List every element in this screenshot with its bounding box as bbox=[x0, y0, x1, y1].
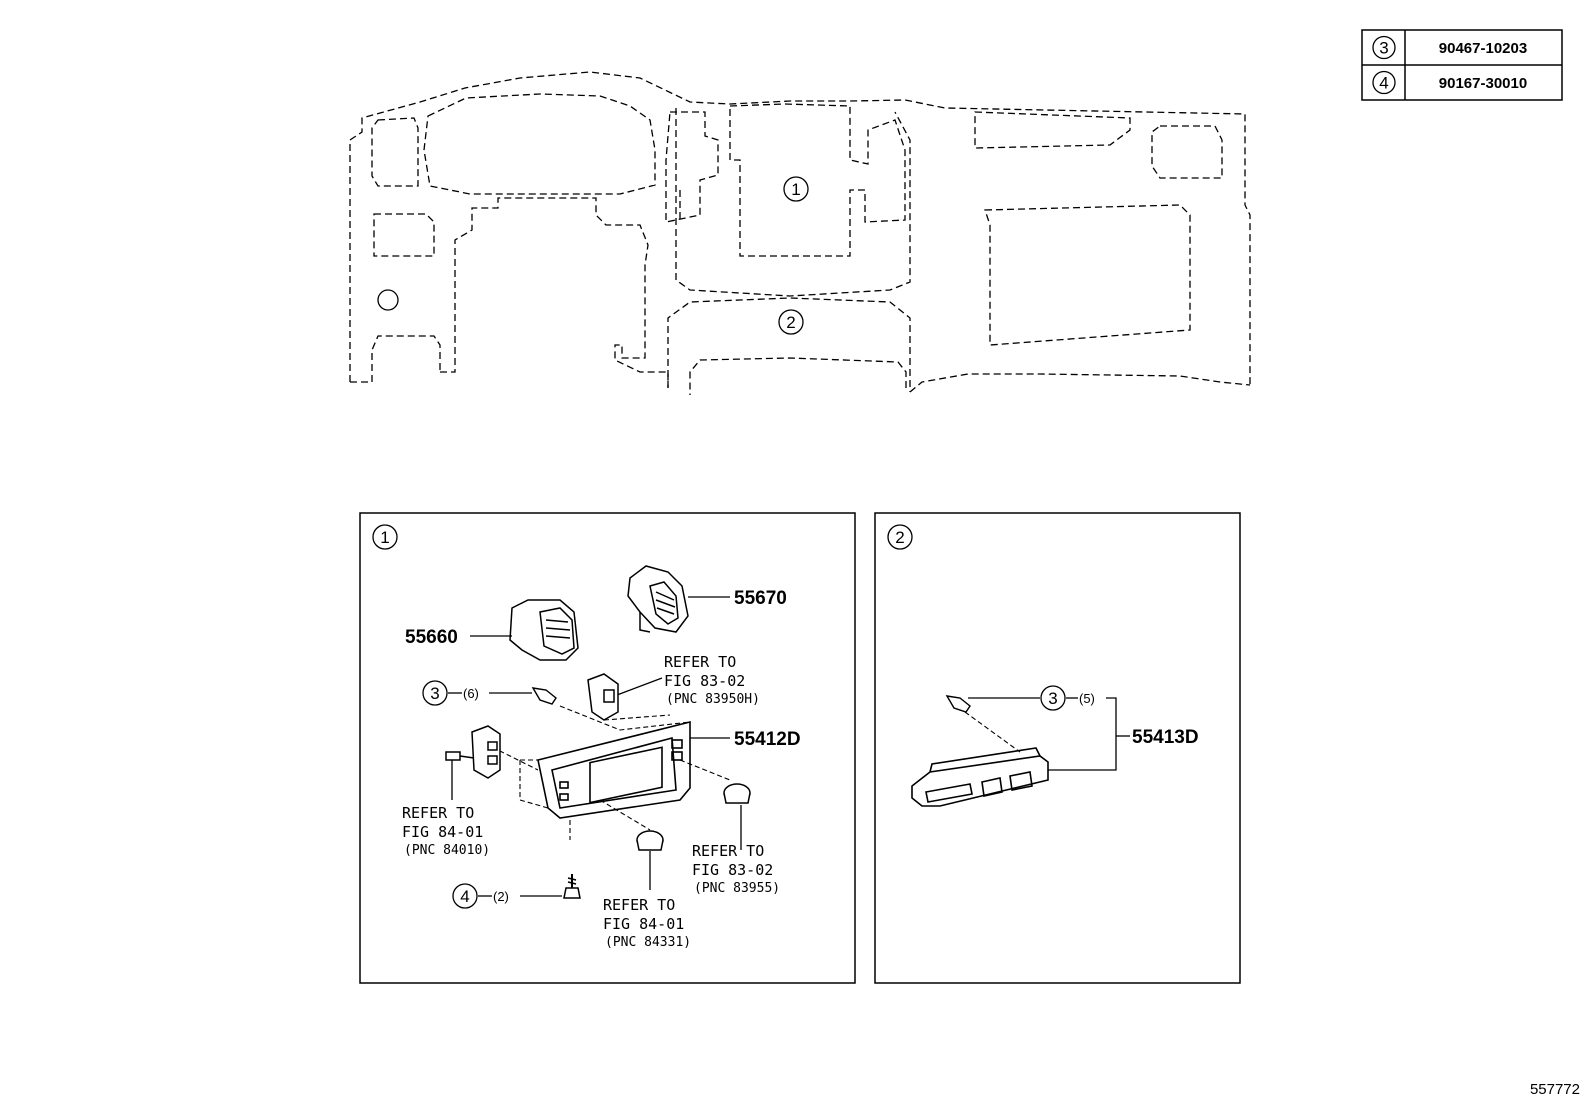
ref-b-line1: REFER TO bbox=[402, 804, 474, 822]
part-55412d-label[interactable]: 55412D bbox=[734, 729, 801, 750]
panel-1-tag: 1 bbox=[380, 528, 389, 547]
part-55413d-label[interactable]: 55413D bbox=[1132, 727, 1199, 748]
ref-b-pnc: (PNC 84010) bbox=[404, 843, 490, 858]
clip-key-3[interactable]: 3 bbox=[430, 684, 439, 703]
bezel-55413d-icon[interactable] bbox=[911, 747, 1049, 807]
ref-c-line2[interactable]: FIG 83-02 bbox=[692, 861, 773, 879]
legend-key-3: 3 bbox=[1379, 39, 1388, 58]
bezel-55412d-icon[interactable] bbox=[537, 720, 691, 819]
panel-2-tag: 2 bbox=[895, 528, 904, 547]
ref-b-line2[interactable]: FIG 84-01 bbox=[402, 823, 483, 841]
ref-a-pnc: (PNC 83950H) bbox=[666, 692, 760, 707]
diagram-id: 557772 bbox=[1530, 1081, 1580, 1098]
part-55670-label[interactable]: 55670 bbox=[734, 588, 787, 609]
ref-c-pnc: (PNC 83955) bbox=[694, 881, 780, 896]
ref-c-line1: REFER TO bbox=[692, 842, 764, 860]
legend-circle-3 bbox=[1372, 35, 1396, 60]
legend-part-90467-10203[interactable]: 90467-10203 bbox=[1439, 40, 1527, 57]
detail-panel-2: 2 3 (5) 55413D bbox=[874, 512, 1241, 984]
legend-key-4: 4 bbox=[1379, 74, 1388, 93]
clip-icon[interactable] bbox=[531, 687, 557, 705]
screw-key-4[interactable]: 4 bbox=[460, 887, 469, 906]
knob-83955-icon[interactable] bbox=[723, 783, 751, 804]
dashboard-outline bbox=[349, 71, 1251, 395]
legend-table: 3 90467-10203 4 90167-30010 bbox=[1361, 29, 1563, 101]
clip-qty-6: (6) bbox=[463, 686, 479, 701]
detail-panel-1: 1 55670 55660 REFER TO FIG 83-02 (PNC 83… bbox=[359, 512, 856, 984]
legend-circle-4 bbox=[1372, 70, 1396, 95]
ref-d-pnc: (PNC 84331) bbox=[605, 935, 691, 950]
overview-callout-1[interactable]: 1 bbox=[791, 180, 800, 199]
part-55660-label[interactable]: 55660 bbox=[405, 627, 458, 648]
panel-2-clip-qty-5: (5) bbox=[1079, 691, 1095, 706]
switch-84010-icon[interactable] bbox=[445, 725, 501, 779]
ref-a-line1: REFER TO bbox=[664, 653, 736, 671]
legend-part-90167-30010[interactable]: 90167-30010 bbox=[1439, 75, 1527, 92]
clip-icon-panel-2[interactable] bbox=[945, 695, 971, 713]
ref-d-line2[interactable]: FIG 84-01 bbox=[603, 915, 684, 933]
vent-55660-icon[interactable] bbox=[509, 599, 579, 661]
overview-callouts: 1 2 bbox=[778, 176, 809, 335]
screw-qty-2: (2) bbox=[493, 889, 509, 904]
vent-55670-icon[interactable] bbox=[627, 565, 689, 633]
ref-a-line2[interactable]: FIG 83-02 bbox=[664, 672, 745, 690]
ref-d-line1: REFER TO bbox=[603, 896, 675, 914]
switch-83950h-icon[interactable] bbox=[587, 673, 619, 721]
screw-icon[interactable] bbox=[563, 874, 581, 899]
panel-2-clip-key-3[interactable]: 3 bbox=[1048, 689, 1057, 708]
knob-84331-icon[interactable] bbox=[636, 830, 664, 851]
overview-callout-2[interactable]: 2 bbox=[786, 313, 795, 332]
